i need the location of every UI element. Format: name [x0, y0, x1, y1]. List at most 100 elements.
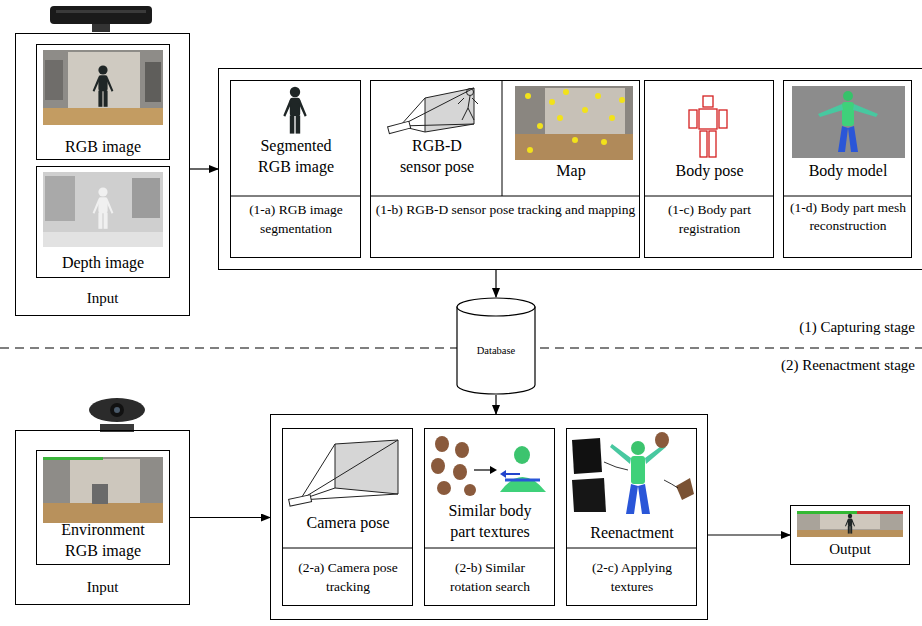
reenactment-figure-part — [572, 478, 606, 512]
depth-image-part — [43, 172, 163, 247]
kinect-sensor-part — [56, 10, 146, 13]
node-caption: (1-d) Body part mesh reconstruction — [788, 199, 908, 235]
database-cylinder: Database — [456, 297, 536, 395]
output-image — [797, 511, 903, 537]
node-title: Output — [791, 540, 909, 558]
texture-heads — [431, 436, 546, 496]
sensor-frustum-part-part — [467, 89, 474, 96]
node-title: Body model — [788, 160, 908, 181]
camera-frustum-part — [300, 444, 335, 500]
flow-arrow — [495, 395, 496, 414]
body-model-image-part — [838, 126, 858, 152]
output-image-part — [797, 511, 903, 537]
flow-arrow — [708, 534, 790, 535]
body-model-image-part — [843, 91, 853, 101]
environment-image-part — [43, 503, 163, 523]
body-model-image — [792, 86, 905, 158]
environment-image-part — [43, 457, 103, 460]
skeleton-figure-part — [700, 131, 707, 157]
node-title: Input — [16, 289, 189, 307]
cylinder-top — [457, 298, 535, 316]
node-title: Body pose — [649, 160, 770, 181]
map-image-part-part — [557, 115, 563, 121]
camera-frustum-part — [300, 440, 398, 500]
skeleton-figure-part — [703, 96, 713, 107]
environment-image — [43, 457, 163, 523]
reenactment-figure — [572, 432, 694, 514]
node-caption: (2-a) Camera pose tracking — [297, 558, 399, 596]
stage-panel: Segmented RGB image(1-a) RGB image segme… — [218, 68, 922, 270]
output-image-part — [857, 511, 903, 514]
node-title: RGB-D sensor pose — [393, 135, 481, 177]
map-image-part-part — [619, 97, 625, 103]
depth-image — [43, 172, 163, 247]
kinect-sensor — [50, 6, 152, 32]
map-image-part-part — [601, 139, 607, 145]
segmented-person — [283, 87, 306, 134]
input-panel: InputRGB imageDepth image — [15, 33, 190, 316]
output-box: Output — [790, 505, 910, 565]
texture-heads-part-part — [435, 436, 449, 452]
process-box: Body pose (1-c) Body part registration — [644, 80, 774, 258]
map-image-part — [515, 134, 633, 160]
skeleton-figure-part — [699, 109, 717, 129]
process-box: Body model (1-d) Body part mesh reconstru… — [783, 80, 912, 258]
sensor-frustum-part-part — [458, 96, 478, 120]
map-image — [515, 86, 633, 160]
flow-arrow — [190, 168, 218, 169]
webcam-part — [89, 398, 145, 422]
process-box: Camera pose(2-a) Camera pose tracking — [282, 428, 413, 606]
rgb-photo-part — [45, 60, 63, 100]
texture-heads-part — [490, 466, 497, 474]
node-caption: (1-c) Body part registration — [649, 200, 770, 238]
texture-heads-part — [500, 470, 506, 478]
cell-divider — [230, 80, 912, 548]
sensor-frustum-part — [388, 121, 411, 133]
depth-image-part — [43, 232, 163, 247]
cell-divider-part — [282, 548, 413, 549]
depth-image-part — [93, 187, 114, 228]
cylinder-body — [457, 307, 535, 394]
depth-image-part — [45, 176, 75, 221]
rgb-photo — [43, 50, 163, 125]
webcam — [89, 398, 145, 432]
environment-image-part — [70, 459, 140, 503]
map-image-part-part — [563, 89, 569, 95]
texture-heads-part — [505, 479, 540, 482]
camera-frustum-part — [289, 495, 312, 506]
node-caption: (2-c) Applying textures — [571, 558, 693, 596]
node-title: Reenactment — [571, 522, 693, 543]
node-caption: Map — [505, 160, 637, 181]
reenactment-figure-part — [610, 444, 666, 464]
reenactment-figure-part — [664, 480, 678, 488]
map-image-part — [545, 88, 625, 134]
process-box: Segmented RGB image(1-a) RGB image segme… — [230, 80, 361, 258]
node-caption: (2-b) Similar rotation search — [434, 558, 546, 596]
reenactment-figure-part — [631, 441, 645, 455]
body-model-image-part — [842, 102, 854, 126]
reenactment-figure-part — [676, 478, 694, 500]
reenactment-figure-part — [631, 456, 645, 484]
image-box: RGB image — [36, 44, 170, 160]
input-panel: Input Environment RGB image — [15, 430, 190, 605]
map-image-part-part — [572, 137, 578, 143]
output-image-part — [797, 511, 857, 514]
image-box: Environment RGB image — [36, 450, 170, 565]
rgb-photo-part — [43, 108, 163, 125]
body-model-image-part — [818, 104, 878, 117]
map-image-part-part — [609, 115, 615, 121]
segmented-person-part — [283, 87, 306, 134]
node-title: Input — [16, 578, 189, 596]
map-image-part-part — [549, 99, 555, 105]
rgb-photo-part — [68, 52, 140, 110]
map-image-part-part — [537, 123, 543, 129]
webcam-part — [110, 403, 124, 417]
texture-heads-part-part — [453, 464, 467, 480]
sensor-frustum — [388, 88, 478, 134]
cell-divider-part — [644, 196, 774, 197]
skeleton-figure — [689, 96, 727, 157]
cell-divider-part — [370, 196, 640, 197]
cell-divider-part — [783, 196, 912, 197]
rgb-photo-part — [93, 65, 114, 106]
